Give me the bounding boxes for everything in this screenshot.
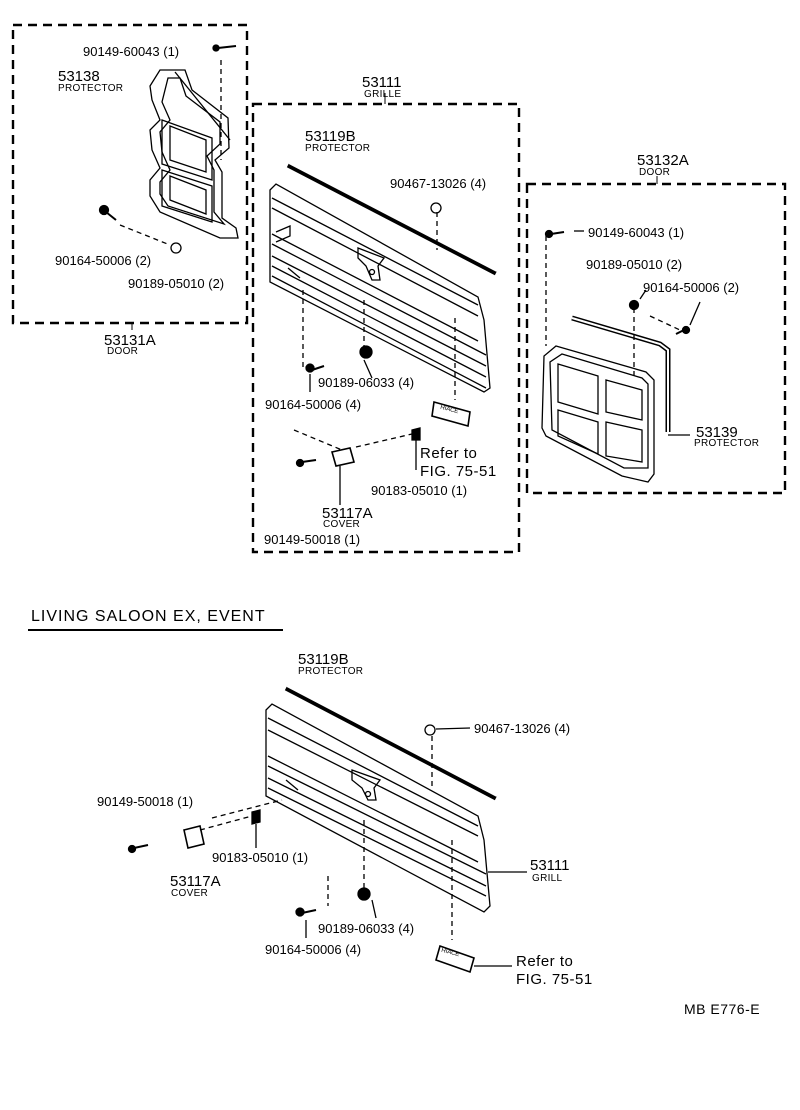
right-door-name: DOOR	[639, 167, 671, 178]
left-protector-number: 53138	[58, 68, 100, 85]
lower-cover-name: COVER	[171, 888, 209, 899]
upper-grille-fasteners	[295, 202, 471, 505]
left-door-box	[11, 23, 249, 325]
grille-protector-name: PROTECTOR	[305, 143, 371, 154]
left-protector-drawing	[119, 60, 239, 246]
grille-screw-label: 90149-50018 (1)	[264, 532, 361, 547]
lower-protector-name: PROTECTOR	[298, 666, 364, 677]
grille-cover-name: COVER	[323, 519, 361, 530]
grille-cover-number: 53117A	[322, 505, 373, 522]
grille-protector-number: 53119B	[305, 128, 356, 145]
lower-cover-number: 53117A	[170, 873, 221, 890]
lower-nut-label: 90183-05010 (1)	[212, 850, 309, 865]
grille-grommet-label: 90189-06033 (4)	[318, 375, 415, 390]
lower-bolt-label: 90164-50006 (4)	[265, 942, 362, 957]
section-title: LIVING SALOON EX, EVENT	[31, 608, 266, 625]
left-bolt-label: 90164-50006 (2)	[55, 253, 152, 268]
right-door-box	[525, 182, 787, 495]
left-protector-name: PROTECTOR	[58, 83, 124, 94]
grille-refer-text: Refer to	[420, 445, 478, 462]
grille-number: 53111	[362, 74, 402, 91]
grille-nut-label: 90183-05010 (1)	[371, 483, 468, 498]
lower-protector-number: 53119B	[298, 651, 349, 668]
left-nut-label: 90189-05010 (2)	[128, 276, 225, 291]
drawing-code: MB E776-E	[684, 1001, 761, 1017]
lower-clip-label: 90467-13026 (4)	[474, 721, 571, 736]
left-door-number: 53131A	[104, 332, 156, 349]
left-fasteners	[98, 44, 237, 254]
grille-fig-reference: FIG. 75-51	[420, 463, 497, 480]
dashed-boxes	[11, 23, 787, 554]
grille-name: GRILLE	[364, 89, 402, 100]
right-protector-name: PROTECTOR	[694, 438, 760, 449]
right-protector-number: 53139	[696, 424, 738, 441]
lower-screw-label: 90149-50018 (1)	[97, 794, 194, 809]
lower-grille-drawing	[199, 685, 498, 940]
right-door-number: 53132A	[637, 152, 689, 169]
lower-refer-text: Refer to	[516, 953, 574, 970]
grille-bolt-label: 90164-50006 (4)	[265, 397, 362, 412]
lower-grill-name: GRILL	[532, 873, 563, 884]
grille-clip-label: 90467-13026 (4)	[390, 176, 487, 191]
left-door-name: DOOR	[107, 346, 139, 357]
right-bolt-label: 90164-50006 (2)	[643, 280, 740, 295]
lower-grill-number: 53111	[530, 857, 570, 874]
right-protector-drawing	[541, 236, 681, 483]
lower-grommet-label: 90189-06033 (4)	[318, 921, 415, 936]
lower-grille-fasteners	[127, 724, 527, 974]
lower-fig-reference: FIG. 75-51	[516, 971, 593, 988]
right-screw-label: 90149-60043 (1)	[588, 225, 685, 240]
right-fasteners	[544, 229, 701, 436]
right-nut-label: 90189-05010 (2)	[586, 257, 683, 272]
grille-box	[251, 102, 521, 554]
section-title-underline	[28, 629, 283, 631]
upper-grille-drawing	[269, 162, 498, 451]
left-screw-label: 90149-60043 (1)	[83, 44, 180, 59]
